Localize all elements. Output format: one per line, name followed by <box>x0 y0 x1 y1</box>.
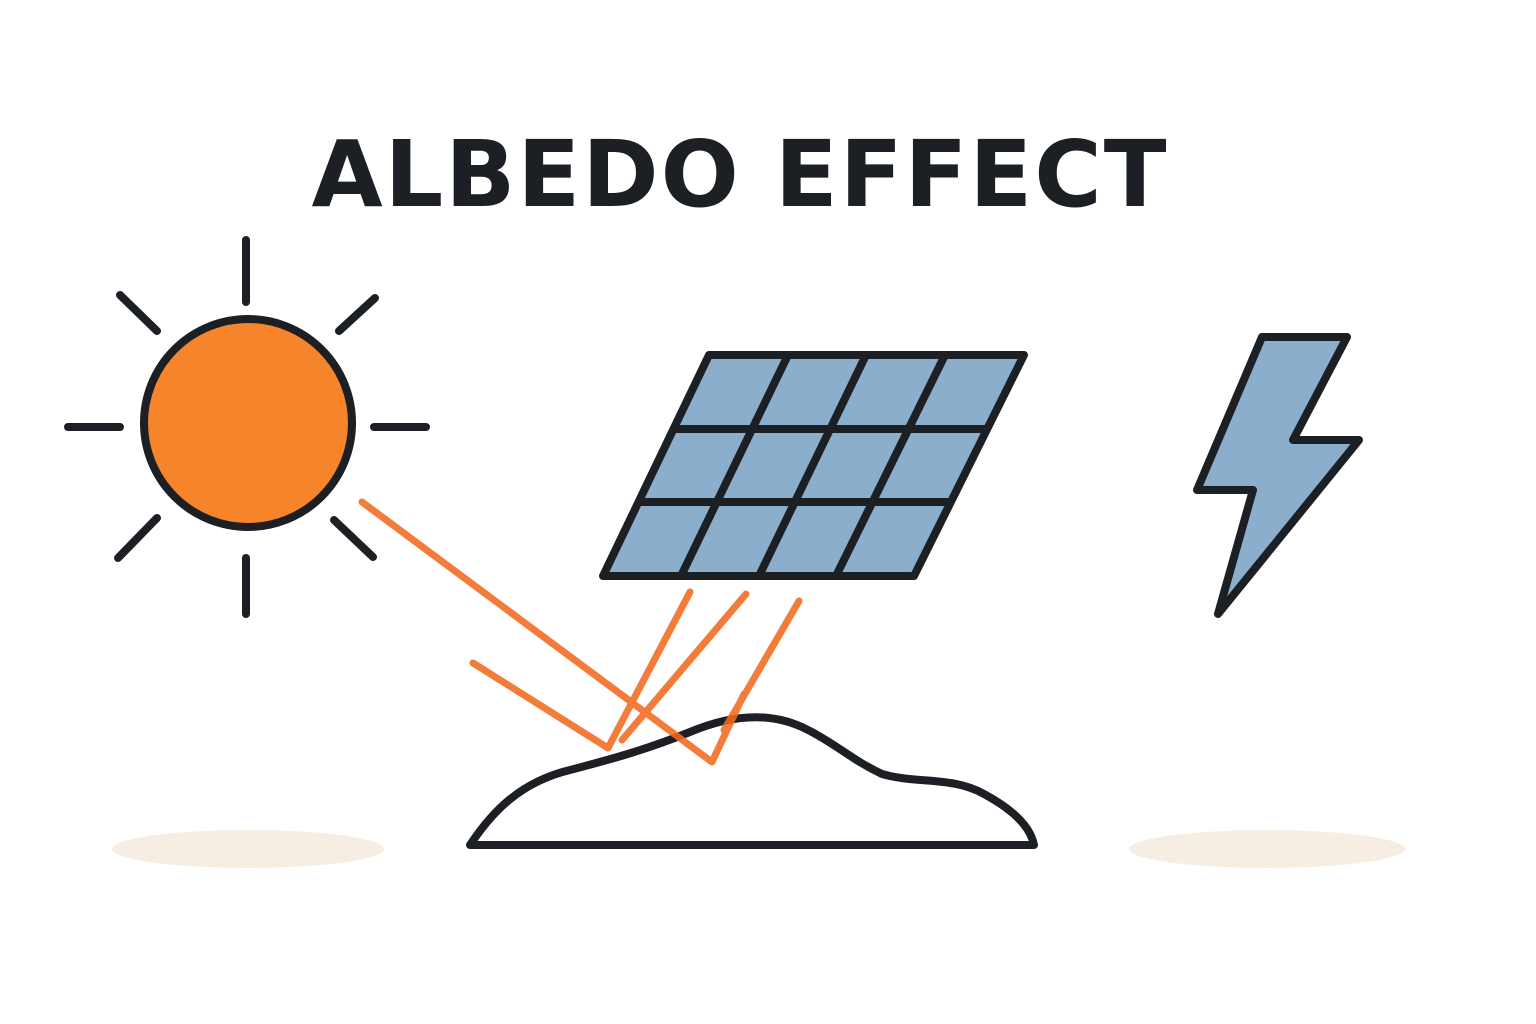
bolt-shape <box>1193 333 1363 618</box>
diagram-title: ALBEDO EFFECT <box>311 121 1169 228</box>
sun-disc <box>140 315 356 531</box>
lightning-bolt-icon <box>1193 333 1363 618</box>
panel-column-divider <box>677 351 792 580</box>
panel-column-divider <box>832 351 949 580</box>
sun-ray <box>114 514 161 562</box>
solar-panel-icon <box>599 351 1028 580</box>
sun-ray <box>330 516 377 561</box>
ground-surface <box>466 713 1038 849</box>
sun-shadow <box>112 830 384 868</box>
panel-column-divider <box>755 351 870 580</box>
reflected-ray <box>720 597 803 734</box>
sun-ray <box>116 291 161 335</box>
bolt-shadow <box>1129 830 1405 868</box>
reflected-ray <box>469 588 694 752</box>
light-rays <box>358 498 803 766</box>
sun-icon <box>64 236 430 618</box>
sun-ray <box>335 294 379 335</box>
reflected-ray <box>618 590 750 744</box>
